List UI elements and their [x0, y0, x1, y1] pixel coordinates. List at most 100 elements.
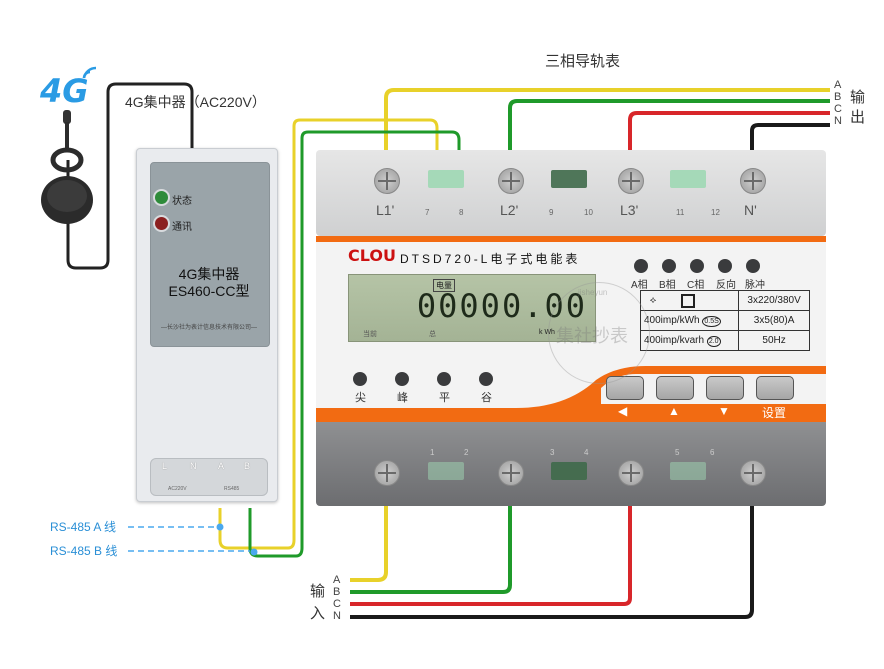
label-l1-out: L1' — [376, 202, 395, 218]
tariff-led-sharp — [353, 372, 367, 386]
spec-frequency: 50Hz — [738, 330, 810, 351]
tariff-led-valley — [479, 372, 493, 386]
label-n-out: N' — [744, 202, 757, 218]
input-phase-n: N — [333, 610, 341, 622]
spec-reactive-constant: 400imp/kvarh 2.0 — [639, 330, 740, 351]
terminal-3-4 — [551, 462, 587, 480]
terminal-sub-ac: AC220V — [168, 486, 187, 492]
left-arrow-icon: ◀ — [618, 404, 628, 418]
spec-active-constant: 400imp/kWh 0.5S — [639, 310, 740, 331]
indicator-reverse-label: 反向 — [716, 280, 736, 291]
input-label-1: 输 — [310, 583, 326, 600]
lcd-unit: k Wh — [539, 329, 555, 336]
indicator-a — [634, 259, 648, 273]
output-phase-b: B — [834, 91, 842, 103]
output-phase-n: N — [834, 115, 842, 127]
tariff-valley-label: 谷 — [481, 392, 492, 404]
wire-a-in — [350, 470, 388, 582]
concentrator-name-line1: 4G集中器 — [178, 266, 240, 282]
status-led-label: 状态 — [172, 196, 192, 207]
diagram-title: 三相导轨表 — [545, 53, 621, 70]
tariff-peak-label: 峰 — [397, 392, 408, 404]
terminal-screw-l3-in — [618, 460, 644, 486]
watermark-text: 集社抄表 — [556, 326, 628, 346]
lcd-current-label: 当前 — [363, 331, 377, 338]
terminal-7-8 — [428, 170, 464, 188]
button-up[interactable] — [656, 376, 694, 400]
rs485-b-label: RS-485 B 线 — [50, 544, 118, 558]
terminal-num-7: 7 — [425, 208, 430, 217]
terminal-screw-n-out — [740, 168, 766, 194]
spec-current: 3x5(80)A — [738, 310, 810, 331]
terminal-1-2 — [428, 462, 464, 480]
wire-c-in — [350, 470, 632, 606]
wire-c-out — [628, 111, 830, 180]
wire-b-out — [508, 99, 830, 180]
input-phase-a: A — [333, 574, 341, 586]
settings-label: 设置 — [762, 406, 787, 420]
wire-b-in — [350, 470, 512, 594]
terminal-screw-l2-in — [498, 460, 524, 486]
concentrator-name: 4G集中器 ES460-CC型 — [150, 266, 268, 300]
button-down[interactable] — [706, 376, 744, 400]
terminal-screw-l3-out — [618, 168, 644, 194]
terminal-screw-l1-in — [374, 460, 400, 486]
down-arrow-icon: ▼ — [718, 404, 730, 418]
terminal-screw-n-in — [740, 460, 766, 486]
output-phase-a: A — [834, 79, 842, 91]
terminal-num-5: 5 — [675, 448, 680, 457]
double-insulation-icon — [680, 293, 695, 308]
spec-symbols: ⟡ — [639, 290, 740, 311]
spec-table: ⟡ 3x220/380V 400imp/kWh 0.5S 3x5(80)A 40… — [639, 290, 810, 351]
input-phase-labels: A B C N — [333, 574, 341, 622]
terminal-num-11: 11 — [676, 208, 685, 217]
wye-connection-icon: ⟡ — [649, 295, 657, 307]
status-led — [153, 189, 170, 206]
output-label-2: 出 — [850, 109, 866, 126]
indicator-b — [662, 259, 676, 273]
terminal-l: L — [162, 461, 168, 471]
active-accuracy-class: 0.5S — [702, 316, 721, 327]
terminal-num-1: 1 — [430, 448, 435, 457]
output-phase-labels: A B C N — [834, 79, 842, 127]
4g-logo: 4G — [40, 72, 89, 110]
terminal-5-6 — [670, 462, 706, 480]
active-constant-text: 400imp/kWh — [644, 315, 700, 326]
terminal-num-2: 2 — [464, 448, 469, 457]
indicator-c — [690, 259, 704, 273]
tariff-sharp-label: 尖 — [355, 392, 366, 404]
reactive-accuracy-class: 2.0 — [706, 336, 721, 347]
spec-voltage: 3x220/380V — [738, 290, 810, 311]
indicator-reverse — [718, 259, 732, 273]
rs485-b-dot — [250, 548, 258, 556]
terminal-num-6: 6 — [710, 448, 715, 457]
tariff-led-flat — [437, 372, 451, 386]
concentrator-caption: 4G集中器（AC220V） — [125, 94, 266, 110]
terminal-num-4: 4 — [584, 448, 589, 457]
input-phase-c: C — [333, 598, 341, 610]
terminal-screw-l1-out — [374, 168, 400, 194]
wire-n-in — [350, 470, 754, 619]
wire-rs485-a — [218, 118, 439, 550]
terminal-num-3: 3 — [550, 448, 555, 457]
company-name: —长沙社为表计信息技术有限公司— — [160, 325, 257, 331]
tariff-led-peak — [395, 372, 409, 386]
terminal-b: B — [244, 461, 251, 471]
terminal-screw-l2-out — [498, 168, 524, 194]
button-settings[interactable] — [756, 376, 794, 400]
terminal-num-8: 8 — [459, 208, 464, 217]
up-arrow-icon: ▲ — [668, 404, 680, 418]
indicator-c-label: C相 — [687, 280, 705, 291]
brand-logo: CLOU — [348, 246, 396, 265]
rs485-a-dot — [216, 523, 224, 531]
tariff-flat-label: 平 — [439, 392, 450, 404]
output-phase-c: C — [834, 103, 842, 115]
indicator-a-label: A相 — [631, 280, 648, 291]
comm-led — [153, 215, 170, 232]
indicator-b-label: B相 — [659, 280, 676, 291]
watermark-url: jisheyun — [578, 288, 608, 297]
comm-led-label: 通讯 — [172, 222, 192, 233]
input-phase-b: B — [333, 586, 341, 598]
concentrator-model: ES460-CC型 — [168, 283, 250, 299]
